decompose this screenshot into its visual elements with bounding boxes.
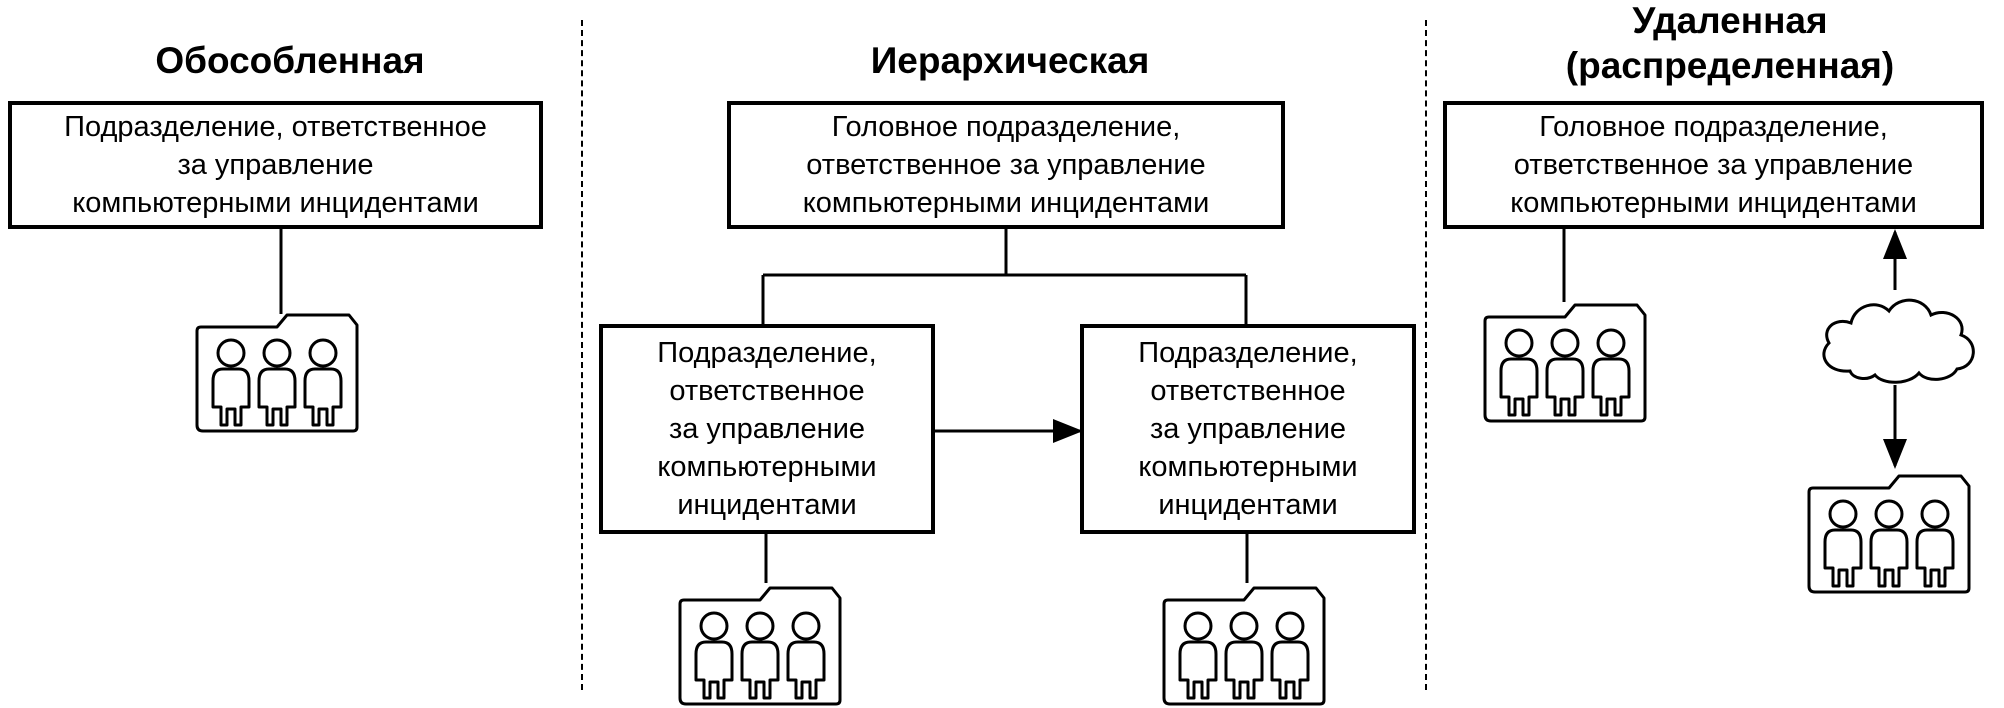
box-sub-unit-right: Подразделение, ответственное за управлен… [1080,324,1416,534]
person-icon [211,338,251,427]
person-icon [694,611,734,700]
person-icon [1270,611,1310,700]
box-remote-line-1: Головное подразделение, [1539,111,1888,143]
person-icon [303,338,343,427]
title-hierarchical: Иерархическая [870,40,1150,81]
person-icon [1823,499,1863,588]
box-sub-left-line-4: компьютерными [657,451,877,483]
person-icon [740,611,780,700]
team-icon [1807,474,1971,594]
person-icon [1545,328,1585,417]
box-sub-left-line-1: Подразделение, [657,337,877,369]
team-icon [195,313,359,433]
box-head-line-1: Головное подразделение, [831,111,1181,143]
box-remote-head: Головное подразделение, ответственное за… [1443,101,1984,229]
cloud-icon [1822,298,1975,384]
person-icon [257,338,297,427]
box-isolated-line-1: Подразделение, ответственное [64,111,487,143]
box-remote-line-2: ответственное за управление [1513,149,1914,181]
box-hierarchical-head: Головное подразделение, ответственное за… [727,101,1285,229]
box-sub-right-line-5: инцидентами [1158,489,1338,521]
box-head-line-3: компьютерными инцидентами [802,187,1210,219]
box-remote-line-3: компьютерными инцидентами [1510,187,1917,219]
box-sub-unit-left: Подразделение, ответственное за управлен… [599,324,935,534]
team-icon [1483,303,1647,423]
person-icon [1499,328,1539,417]
box-isolated-line-2: за управление [177,149,374,181]
person-icon [1869,499,1909,588]
divider-right [1425,20,1427,690]
box-sub-right-line-1: Подразделение, [1138,337,1358,369]
team-icon [1162,586,1326,706]
box-sub-right-line-4: компьютерными [1138,451,1358,483]
title-remote-line-2: (распределенная) [1565,45,1895,86]
divider-left [581,20,583,690]
box-isolated-line-3: компьютерными инцидентами [72,187,479,219]
person-icon [1591,328,1631,417]
person-icon [1224,611,1264,700]
person-icon [1915,499,1955,588]
box-sub-right-line-2: ответственное [1150,375,1346,407]
person-icon [786,611,826,700]
box-head-line-2: ответственное за управление [806,149,1206,181]
box-sub-right-line-3: за управление [1149,413,1347,445]
team-icon [678,586,842,706]
box-isolated-unit: Подразделение, ответственное за управлен… [8,101,543,229]
title-isolated: Обособленная [155,40,425,81]
box-sub-left-line-5: инцидентами [677,489,857,521]
title-remote: Удаленная (распределенная) [1535,0,1925,88]
box-sub-left-line-3: за управление [668,413,866,445]
person-icon [1178,611,1218,700]
box-sub-left-line-2: ответственное [669,375,865,407]
title-remote-line-1: Удаленная [1632,0,1828,41]
